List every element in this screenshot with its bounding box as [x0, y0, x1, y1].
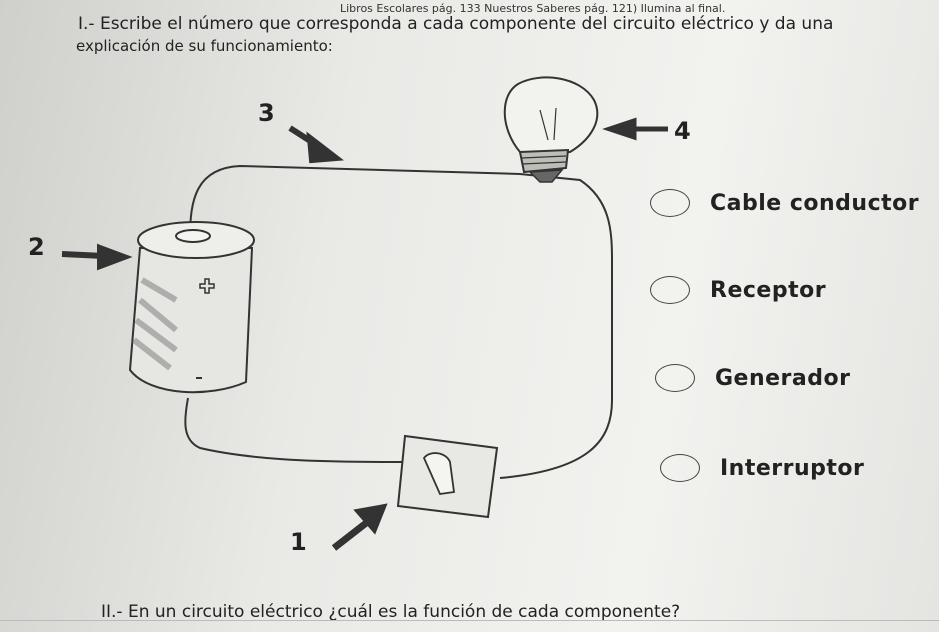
answer-circle-cable-conductor[interactable] [650, 189, 690, 217]
header-note: Libros Escolares pág. 133 Nuestros Saber… [340, 2, 726, 15]
option-label-cable-conductor: Cable conductor [710, 190, 920, 216]
question-2: II.- En un circuito eléctrico ¿cuál es l… [101, 602, 681, 622]
component-number-3: 3 [258, 99, 275, 127]
arrow-3 [288, 125, 344, 164]
component-number-2: 2 [28, 233, 45, 261]
bottom-divider [0, 620, 939, 621]
option-generador: Generador [655, 364, 850, 392]
option-cable-conductor: Cable conductor [650, 189, 919, 217]
component-number-1: 1 [290, 528, 307, 556]
question-1-line-1: I.- Escribe el número que corresponda a … [78, 14, 834, 34]
answer-circle-generador[interactable] [655, 364, 695, 392]
option-label-generador: Generador [715, 365, 851, 391]
battery-drawing [128, 221, 255, 394]
answer-circle-interruptor[interactable] [660, 454, 700, 482]
component-number-4: 4 [674, 117, 691, 145]
answer-circle-receptor[interactable] [650, 276, 690, 304]
arrow-4 [602, 117, 668, 141]
wire-bottom [184, 397, 406, 463]
option-label-interruptor: Interruptor [720, 455, 865, 481]
switch-drawing [396, 434, 499, 519]
light-bulb-drawing [503, 76, 599, 183]
question-1-line-2: explicación de su funcionamiento: [76, 37, 333, 55]
arrow-2 [61, 243, 133, 271]
wire-top [189, 164, 613, 479]
option-interruptor: Interruptor [660, 454, 864, 482]
option-label-receptor: Receptor [710, 277, 827, 303]
arrow-1 [331, 503, 388, 551]
option-receptor: Receptor [650, 276, 826, 304]
